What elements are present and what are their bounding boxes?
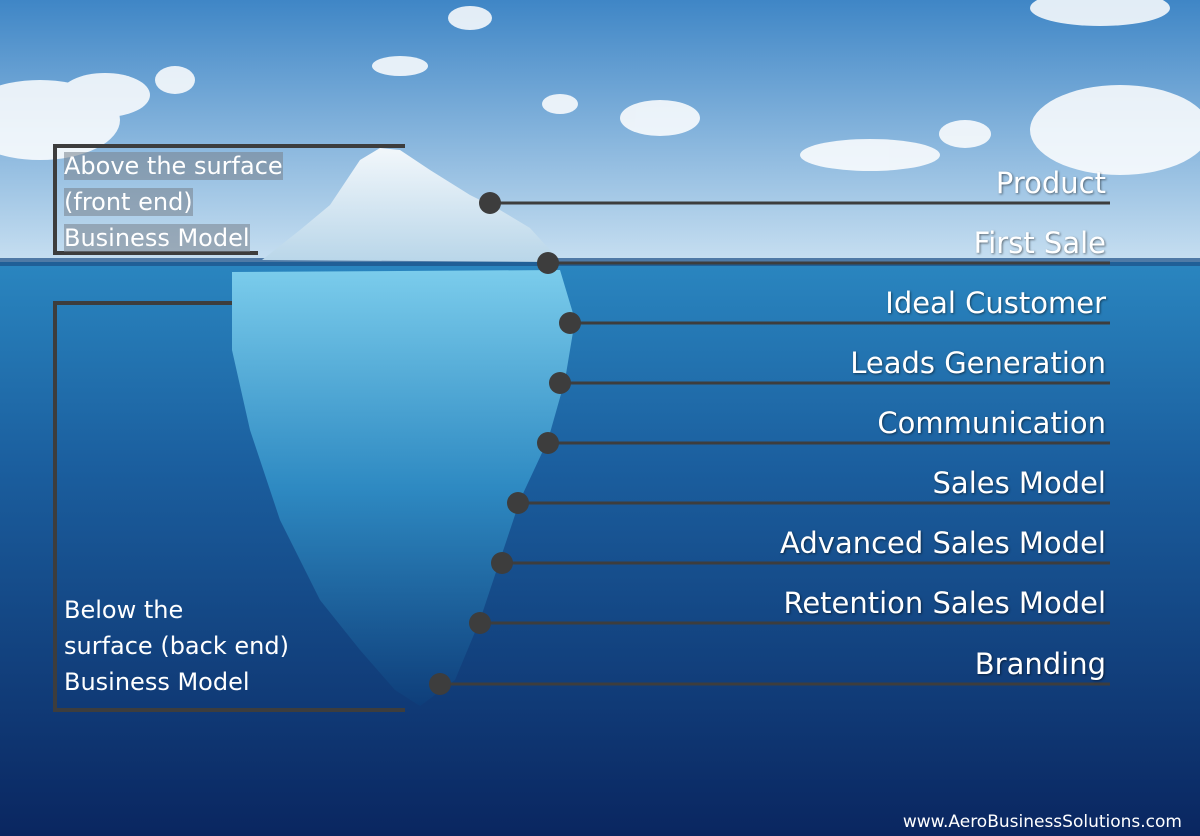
leader-lines: [429, 192, 1110, 695]
leader-dot: [429, 673, 451, 695]
layer-label: Communication: [877, 406, 1106, 440]
layer-label: Retention Sales Model: [783, 586, 1106, 620]
leader-dot: [559, 312, 581, 334]
iceberg-underwater: [232, 270, 575, 706]
website-url: www.AeroBusinessSolutions.com: [902, 812, 1182, 832]
layer-label: First Sale: [973, 226, 1106, 260]
leader-dot: [537, 432, 559, 454]
layer-label: Branding: [974, 647, 1106, 681]
layer-label: Leads Generation: [850, 346, 1106, 380]
sky: [0, 0, 1200, 262]
above-bracket: [53, 144, 405, 255]
leader-dot: [479, 192, 501, 214]
below-surface-label: Below the surface (back end) Business Mo…: [64, 596, 289, 696]
leader-dot: [537, 252, 559, 274]
clouds: [0, 0, 1200, 175]
layer-label: Advanced Sales Model: [780, 526, 1106, 560]
above-surface-label: Above the surface (front end) Business M…: [64, 152, 283, 252]
leader-dot: [491, 552, 513, 574]
ocean: [0, 262, 1200, 836]
layer-label: Product: [995, 166, 1106, 200]
leader-dot: [549, 372, 571, 394]
layer-label: Ideal Customer: [885, 286, 1106, 320]
below-bracket: [53, 301, 405, 712]
iceberg-tip: [262, 148, 555, 262]
leader-dot: [469, 612, 491, 634]
leader-dot: [507, 492, 529, 514]
layer-label: Sales Model: [932, 466, 1106, 500]
